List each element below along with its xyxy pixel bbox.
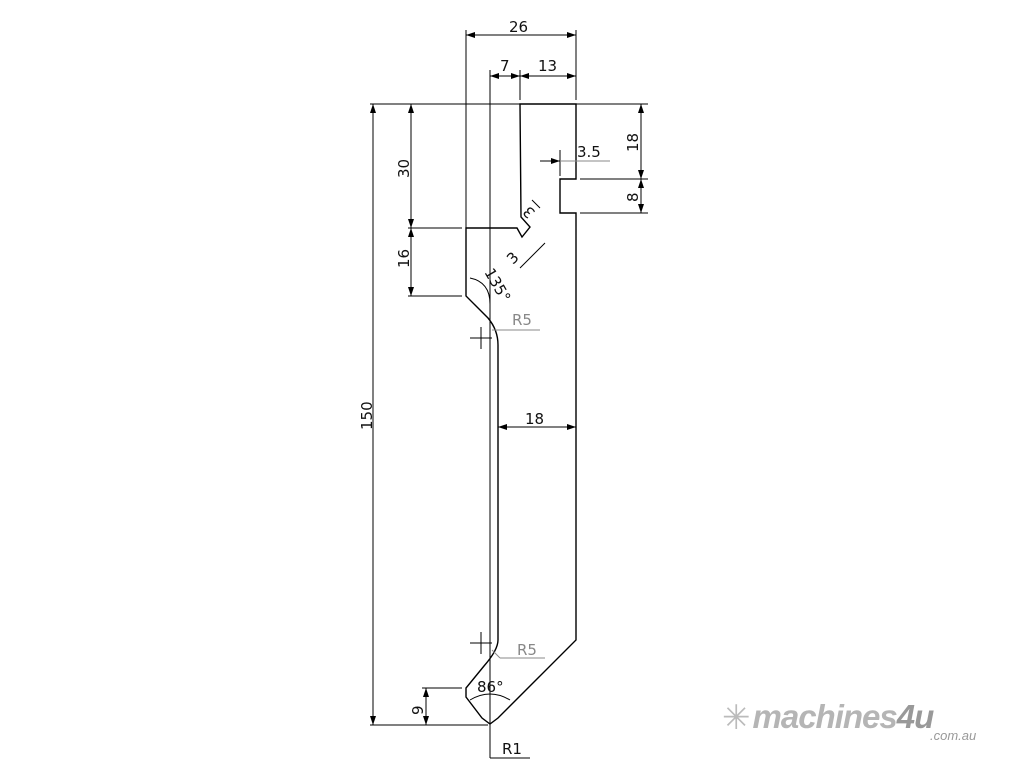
logo-domain: .com.au — [930, 728, 977, 743]
logo-brand-number: 4u — [896, 698, 935, 735]
dim-150: 150 — [358, 401, 376, 430]
dim-86-deg: 86° — [477, 678, 504, 696]
dim-18-shank: 18 — [525, 410, 544, 428]
center-mark-icon — [470, 327, 492, 654]
dim-30: 30 — [395, 159, 413, 178]
leader-lines — [491, 160, 610, 659]
logo-brand: machines — [752, 698, 898, 735]
dimension-lines — [370, 32, 644, 759]
dim-r1: R1 — [502, 740, 522, 758]
dim-8: 8 — [624, 192, 642, 202]
dim-r5-upper: R5 — [512, 311, 532, 329]
dim-3-5: 3.5 — [577, 143, 601, 161]
dim-r5-lower: R5 — [517, 641, 537, 659]
dim-135-deg: 135° — [481, 265, 515, 305]
dim-7: 7 — [500, 57, 510, 75]
dim-18-notch: 18 — [624, 133, 642, 152]
dim-13: 13 — [538, 57, 557, 75]
snowflake-logo-icon: ✳ — [722, 699, 751, 737]
machines4u-logo: ✳machines4u .com.au — [722, 698, 976, 743]
extension-lines — [370, 30, 648, 758]
dim-26: 26 — [509, 18, 528, 36]
dim-3-groove-b: 3 — [503, 248, 522, 267]
tool-profile — [465, 103, 577, 725]
dim-9: 9 — [409, 705, 427, 715]
dim-3-groove-a: 3 — [519, 202, 538, 221]
dim-16: 16 — [395, 249, 413, 268]
